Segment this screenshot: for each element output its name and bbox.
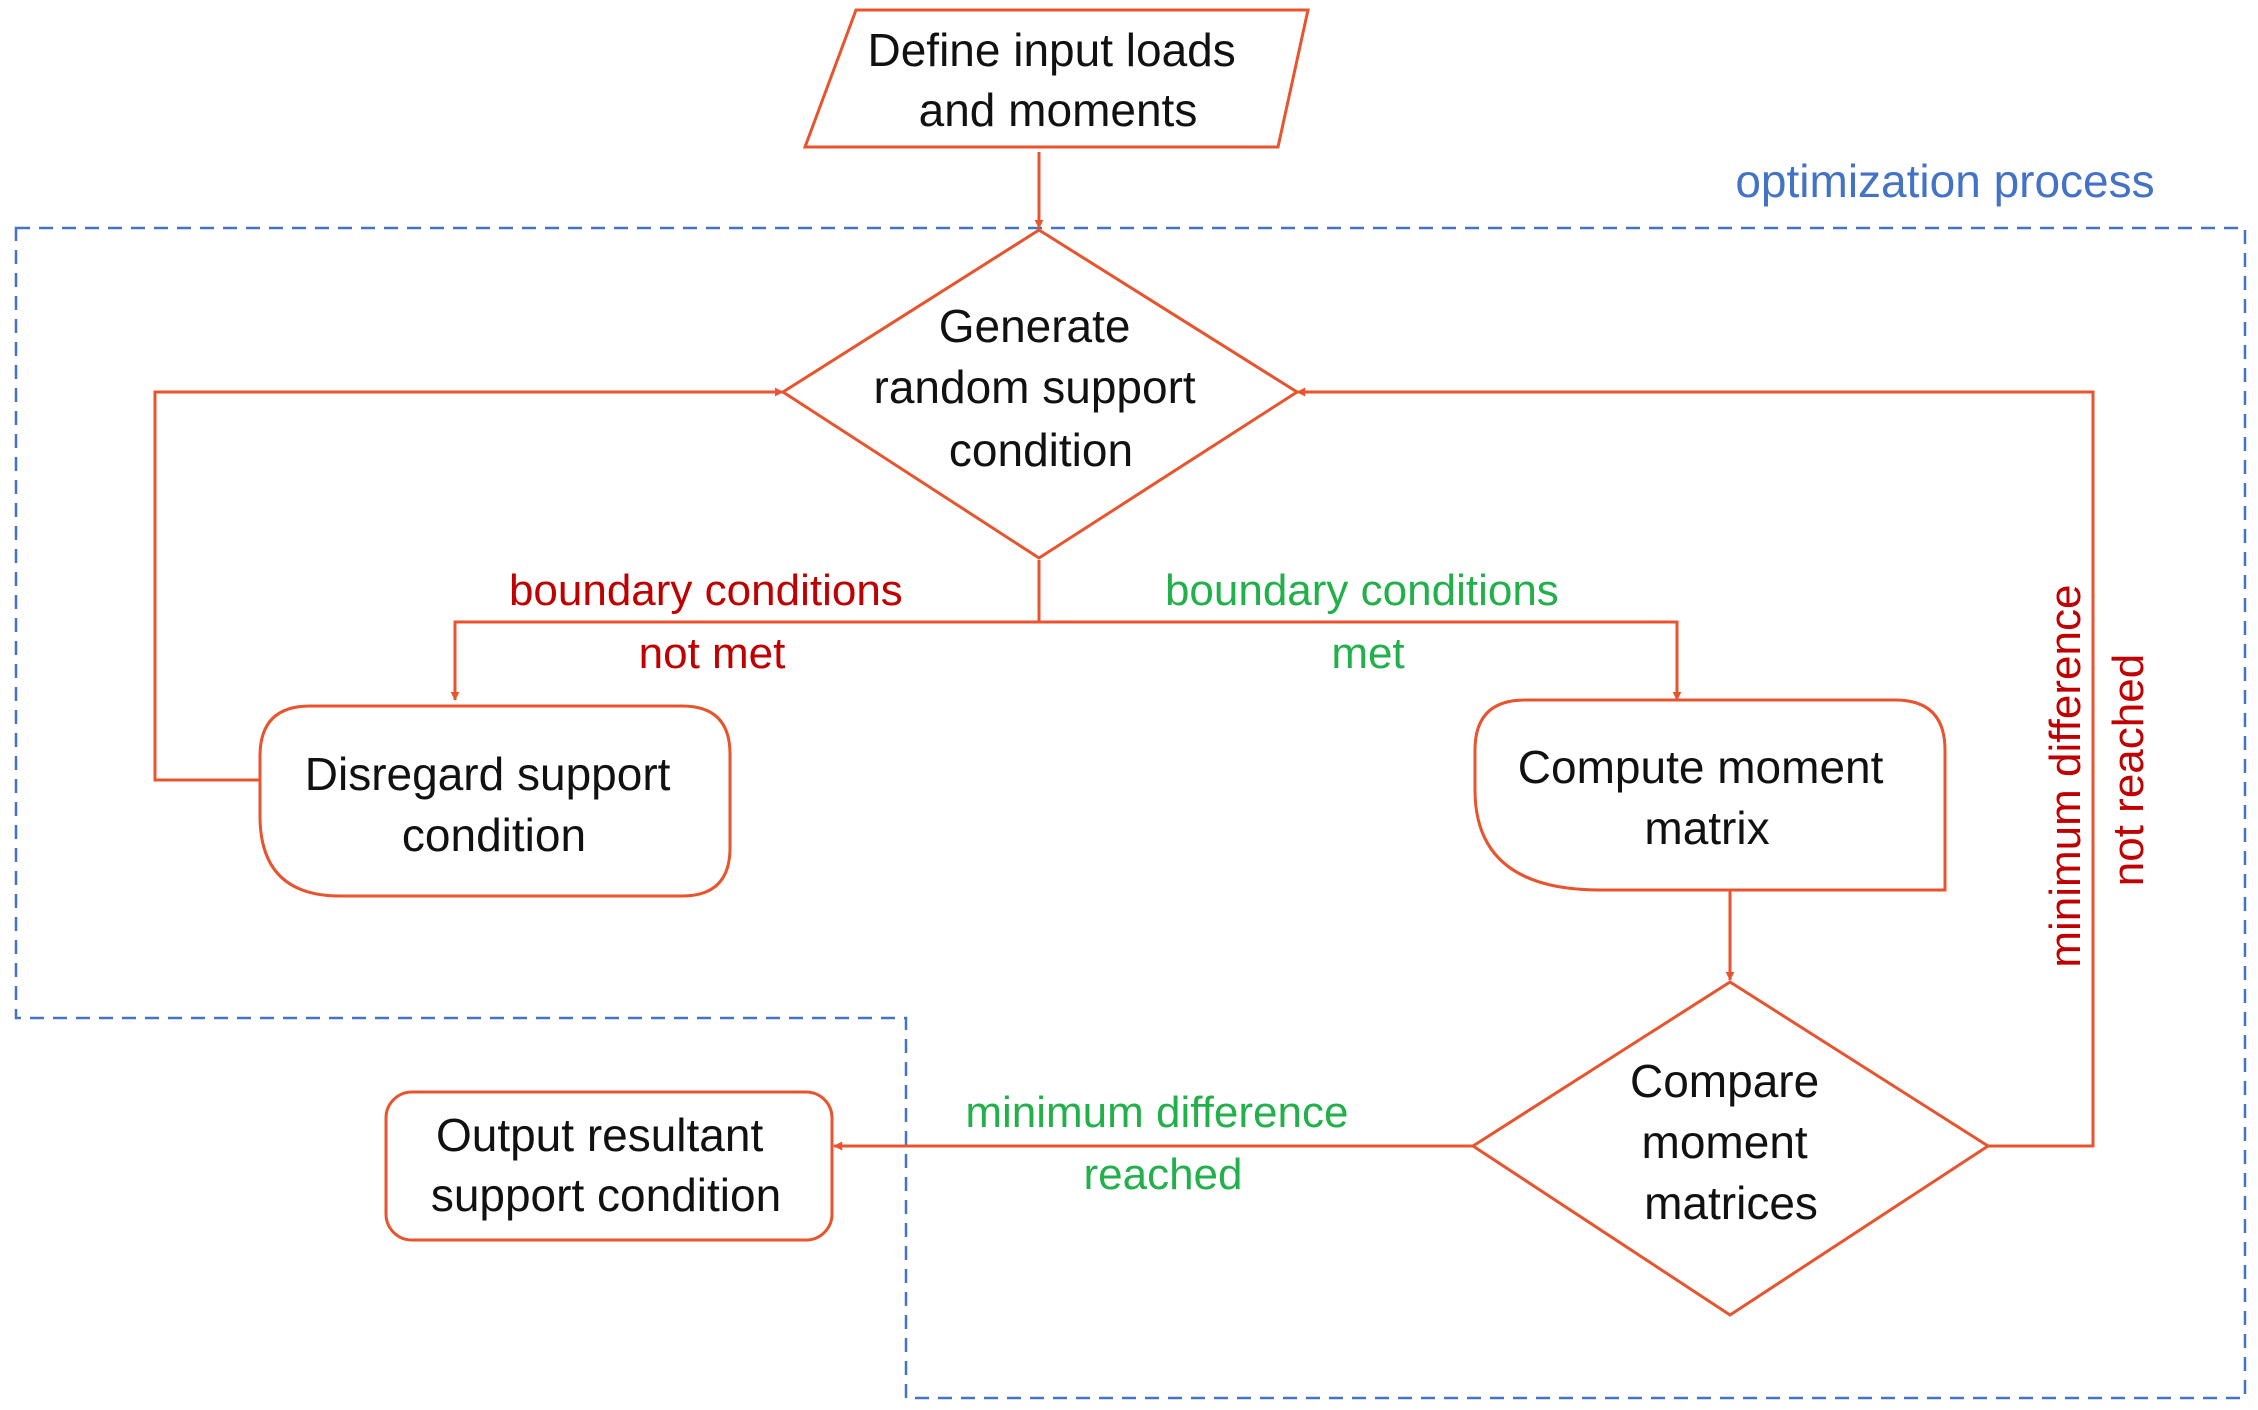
svg-text:Generate random support: Generate random support condition <box>874 300 1209 476</box>
node-generate-line3: condition <box>949 424 1133 476</box>
edge-label-reached-line2: reached <box>1083 1150 1242 1199</box>
edge-label-not-met-line1: boundary conditions <box>509 566 903 615</box>
node-define-input-line2: and moments <box>919 84 1198 136</box>
edge-label-not-met-line2: not met <box>639 629 786 678</box>
node-output: Output resultant support condition <box>384 1090 834 1242</box>
node-compare-line1: Compare <box>1630 1055 1819 1107</box>
edge-to-disregard <box>450 620 1039 701</box>
svg-text:Define input loads and m: Define input loads and moments <box>867 24 1248 136</box>
edge-compare-loop <box>1296 387 2095 1148</box>
node-compute: Compute moment matrix <box>1473 698 1947 892</box>
edge-label-reached-line1: minimum difference <box>965 1088 1348 1137</box>
edge-label-met-line2: met <box>1331 629 1404 678</box>
edge-label-met-line1: boundary conditions <box>1165 566 1559 615</box>
node-compare-line2: moment <box>1642 1116 1808 1168</box>
node-disregard-line1: Disregard support <box>305 748 671 800</box>
process-shape <box>258 704 732 898</box>
node-generate-line2: random support <box>874 361 1196 413</box>
terminal-shape <box>384 1090 834 1242</box>
svg-text:Disregard support condit: Disregard support condition <box>305 748 683 861</box>
process-shape <box>1473 698 1947 892</box>
svg-text:boundary conditions met: boundary conditions met <box>1165 566 1571 678</box>
node-compare: Compare moment matrices <box>1470 980 1991 1317</box>
svg-text:Compute moment matrix: Compute moment matrix <box>1518 741 1896 854</box>
svg-text:boundary conditions not me: boundary conditions not met <box>509 566 915 678</box>
node-compare-line3: matrices <box>1644 1177 1818 1229</box>
node-compute-line2: matrix <box>1644 802 1769 854</box>
node-define-input-line1: Define input loads <box>867 24 1235 76</box>
parallelogram-shape <box>802 8 1310 149</box>
node-generate-line1: Generate <box>939 300 1131 352</box>
svg-text:minimum difference reached: minimum difference reached <box>965 1088 1360 1199</box>
node-output-line1: Output resultant <box>436 1109 764 1161</box>
node-disregard-line2: condition <box>402 809 586 861</box>
edge-disregard-loop <box>153 387 784 782</box>
edge-label-not-reached-line1: minimum difference <box>2041 585 2090 968</box>
edge-to-compute <box>1039 620 1682 701</box>
node-generate: Generate random support condition <box>780 228 1300 560</box>
decision-diamond-shape <box>1470 980 1991 1317</box>
node-define-input: Define input loads and moments <box>802 8 1310 149</box>
optimization-region-border <box>14 226 2247 1400</box>
svg-text:minimum difference not rea: minimum difference not reached <box>2041 572 2153 967</box>
edge-label-not-reached-line2: not reached <box>2104 654 2153 886</box>
node-output-line2: support condition <box>431 1169 781 1221</box>
decision-diamond-shape <box>780 228 1300 560</box>
optimization-region-label: optimization process <box>1735 155 2154 207</box>
node-compute-line1: Compute moment <box>1518 741 1884 793</box>
svg-text:Output resultant support: Output resultant support condition <box>431 1109 781 1221</box>
node-disregard: Disregard support condition <box>258 704 732 898</box>
svg-text:Compare moment mat: Compare moment matrices <box>1630 1055 1832 1229</box>
